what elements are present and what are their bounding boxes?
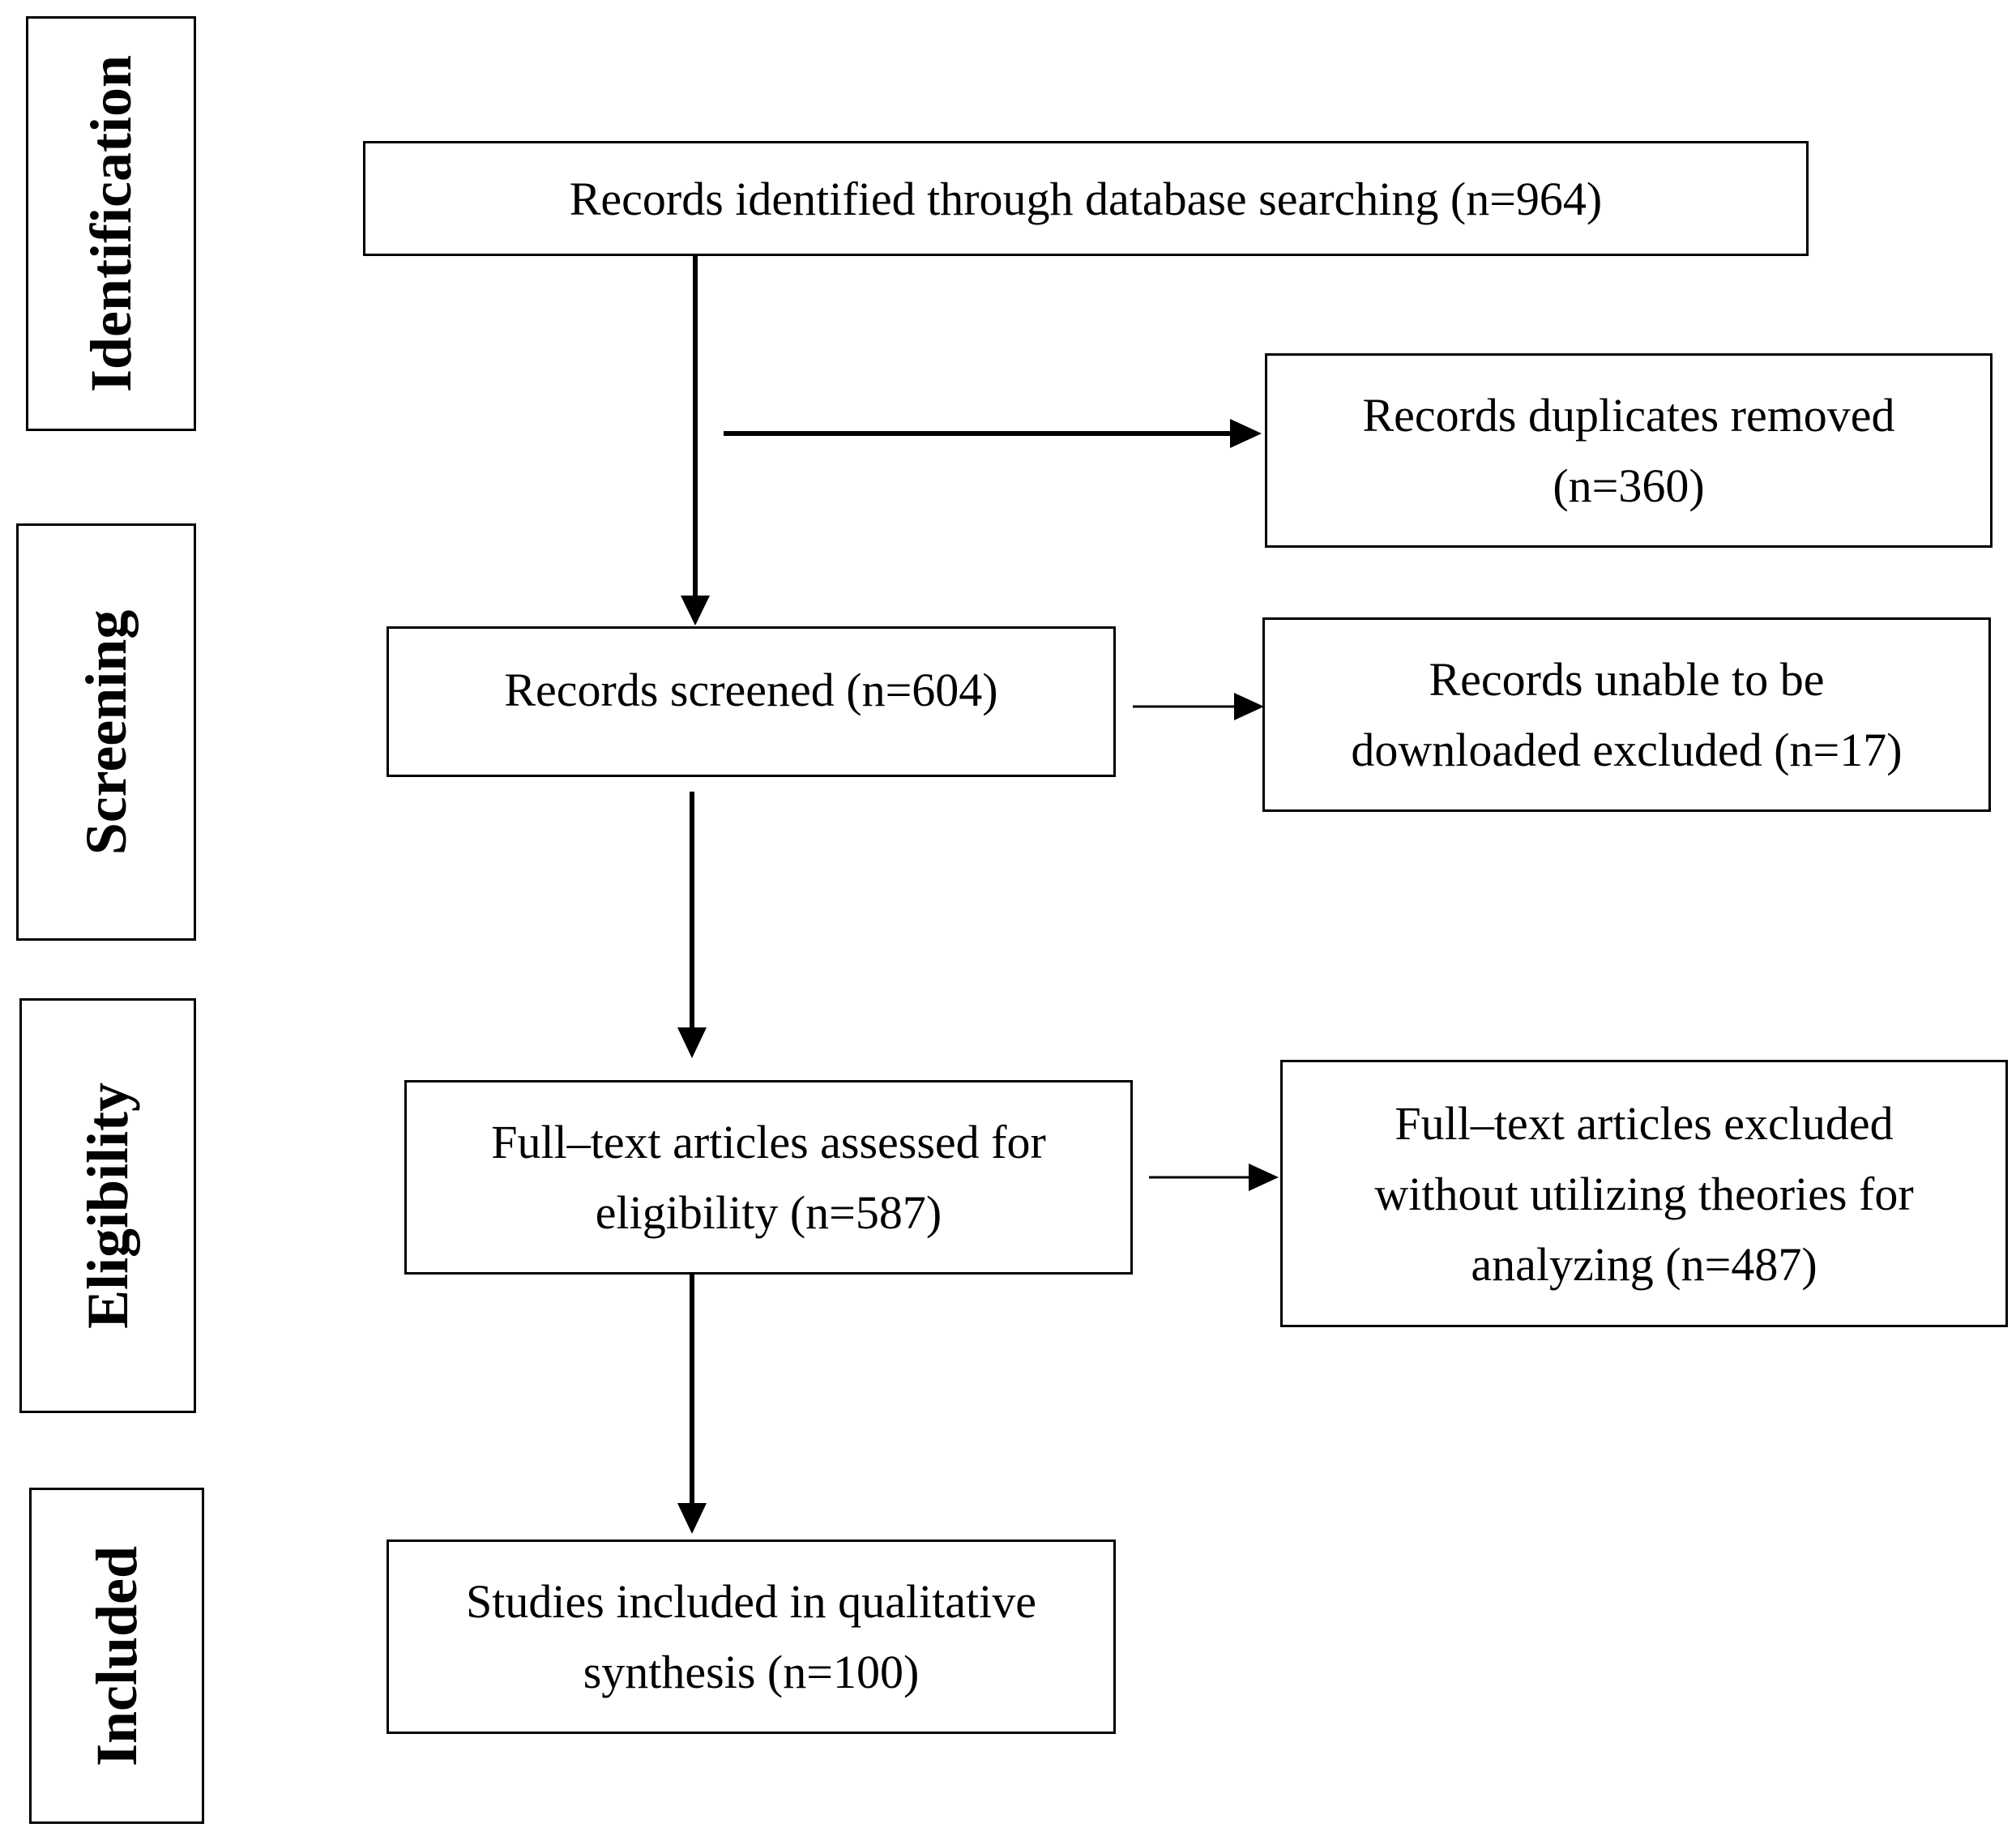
arrow-identified-to-screened [681,256,710,626]
arrow-assessed-to-excluded [1149,1164,1279,1191]
box-studies-included-text: Studies included in qualitative synthesi… [466,1575,1036,1698]
stage-eligibility: Eligibility [19,998,196,1413]
box-records-identified-text: Records identified through database sear… [569,172,1603,225]
box-duplicates-removed: Records duplicates removed (n=360) [1265,353,1993,548]
box-fulltext-assessed-text: Full–text articles assessed for eligibil… [491,1116,1046,1239]
arrow-screened-to-assessed [677,792,707,1058]
box-duplicates-removed-text: Records duplicates removed (n=360) [1362,389,1895,512]
stage-identification: Identification [26,16,196,431]
box-records-screened: Records screened (n=604) [387,626,1116,777]
arrow-assessed-to-included [677,1275,707,1534]
box-studies-included: Studies included in qualitative synthesi… [387,1539,1116,1734]
box-unable-downloaded-text: Records unable to be downloaded excluded… [1351,653,1903,776]
arrow-screened-to-unable [1133,693,1264,720]
box-records-identified: Records identified through database sear… [363,141,1809,256]
box-fulltext-assessed: Full–text articles assessed for eligibil… [404,1080,1133,1275]
box-fulltext-excluded-text: Full–text articles excluded without util… [1374,1096,1914,1291]
stage-screening: Screening [16,523,196,941]
stage-included: Included [29,1488,204,1824]
arrow-to-duplicates [724,419,1262,448]
box-records-screened-text: Records screened (n=604) [504,664,998,716]
box-fulltext-excluded: Full–text articles excluded without util… [1280,1060,2008,1327]
box-unable-downloaded: Records unable to be downloaded excluded… [1262,617,1991,812]
